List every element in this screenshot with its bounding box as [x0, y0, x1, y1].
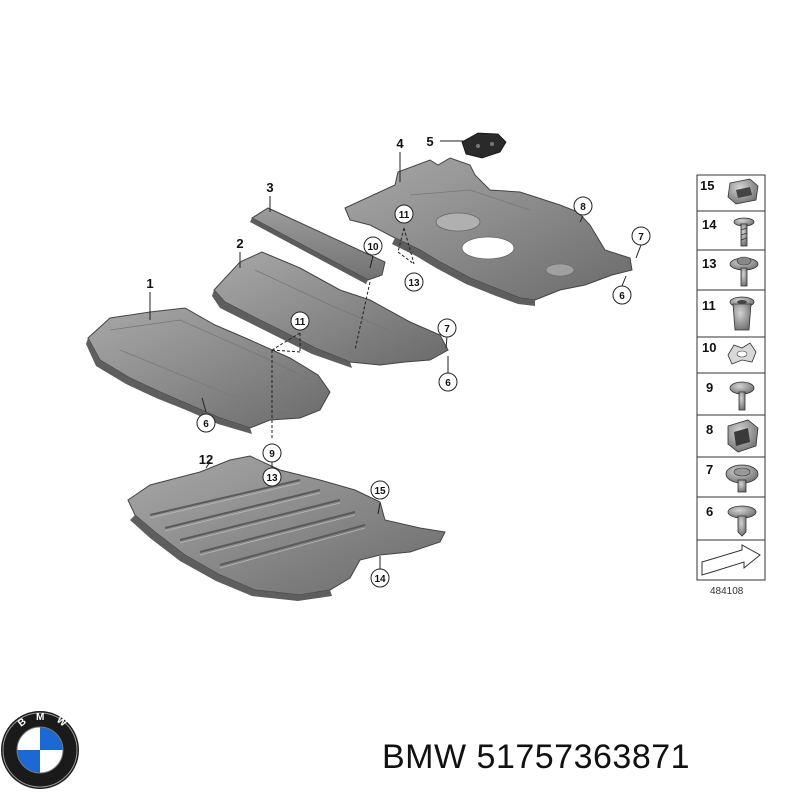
legend-number-15: 15: [700, 178, 714, 193]
fastener-legend: 15 14 13 11 10 9 8 7 6: [696, 174, 766, 581]
callout-4: 4: [396, 136, 404, 151]
sound-pad-5: [461, 132, 507, 159]
figure-number: 484108: [710, 586, 744, 597]
part-number-label: 51757363871: [476, 738, 691, 776]
callout-7-right: 7: [638, 232, 644, 243]
bmw-logo: B M W: [1, 711, 79, 789]
callout-8: 8: [580, 202, 586, 213]
legend-number-8: 8: [706, 422, 713, 437]
legend-number-6: 6: [706, 504, 713, 519]
callout-3: 3: [266, 180, 273, 195]
spring-washer-icon: [727, 342, 757, 365]
legend-number-13: 13: [702, 256, 716, 271]
push-rivet-icon: [727, 505, 757, 537]
svg-text:M: M: [36, 712, 44, 723]
callout-13-upper: 13: [408, 278, 420, 289]
underbody-shield-4: [344, 157, 633, 306]
callout-6-left: 6: [203, 419, 209, 430]
callout-6-right: 6: [619, 291, 625, 302]
callout-6-middle: 6: [445, 378, 451, 389]
legend-number-11: 11: [702, 298, 716, 313]
callout-2: 2: [236, 236, 243, 251]
direction-arrow-icon: [701, 544, 761, 576]
callout-11-middle: 11: [295, 317, 306, 328]
callout-13-lower: 13: [266, 473, 278, 484]
part-caption: BMW 51757363871: [382, 738, 690, 777]
callout-9: 9: [269, 449, 275, 460]
plastic-nut-icon: [725, 464, 759, 493]
callout-5: 5: [426, 134, 433, 149]
legend-number-7: 7: [706, 462, 713, 477]
clip-icon: [727, 419, 759, 453]
collar-screw-icon: [729, 256, 759, 287]
leader-lines: [149, 140, 642, 569]
callout-11-upper: 11: [399, 210, 410, 221]
underbody-shield-12: [127, 455, 446, 601]
cover-strip-3: [250, 207, 386, 284]
callout-1: 1: [146, 276, 153, 291]
screw-icon: [733, 217, 755, 247]
underbody-shield-2: [212, 251, 449, 368]
legend-number-10: 10: [702, 340, 716, 355]
callout-10: 10: [367, 242, 379, 253]
circled-callouts: [196, 196, 651, 588]
callout-7-middle: 7: [444, 324, 450, 335]
clip-nut-icon: [727, 178, 759, 205]
brand-label: BMW: [382, 738, 467, 776]
rivet-icon: [729, 381, 755, 411]
callout-14: 14: [374, 574, 386, 585]
legend-number-14: 14: [702, 217, 717, 232]
underbody-shield-1: [86, 307, 331, 434]
legend-number-9: 9: [706, 380, 713, 395]
expansion-rivet-icon: [729, 296, 755, 331]
callout-12: 12: [199, 452, 213, 467]
callout-15: 15: [374, 486, 386, 497]
